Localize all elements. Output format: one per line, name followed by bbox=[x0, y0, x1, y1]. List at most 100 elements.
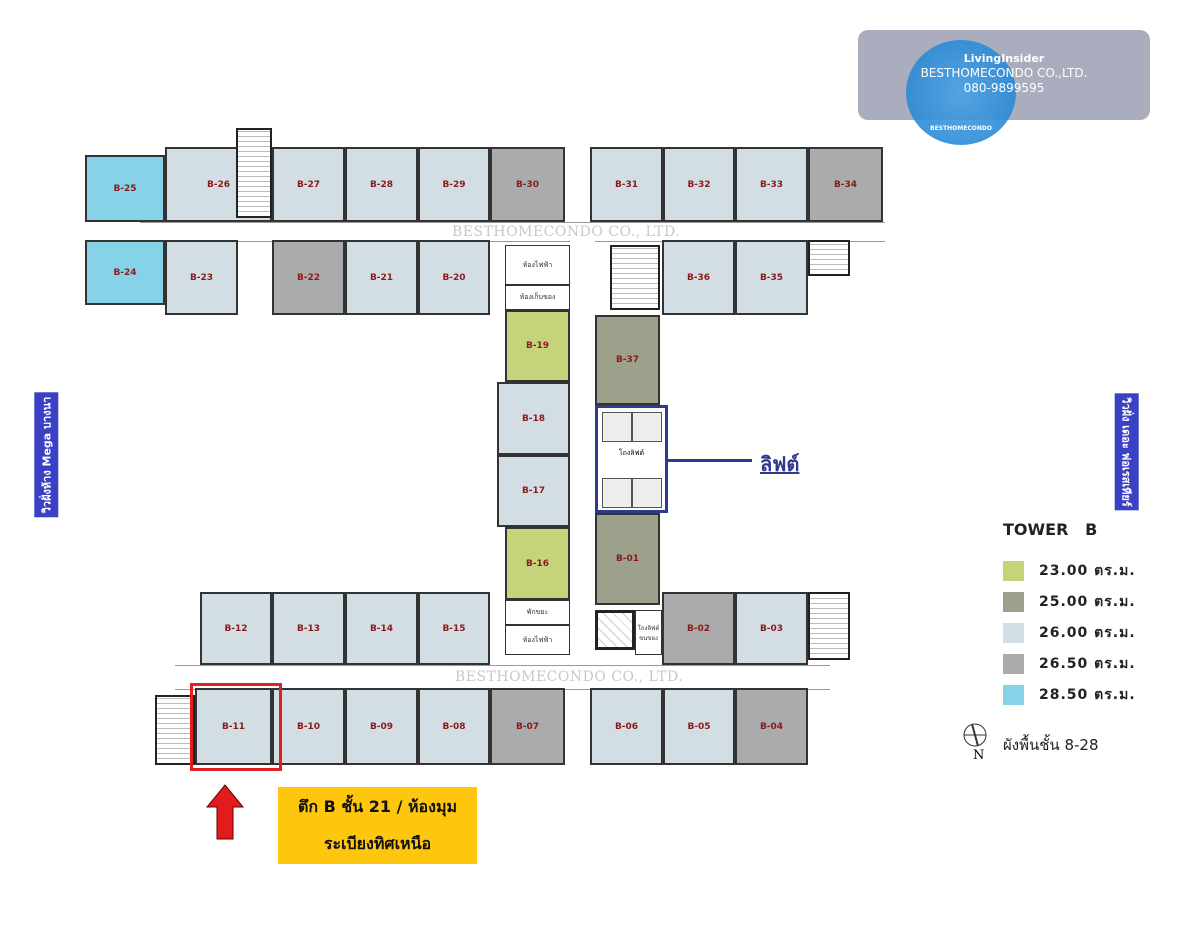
watermark-brand: LivingInsider bbox=[963, 52, 1045, 65]
unit-b-23[interactable]: B-23 bbox=[165, 240, 238, 315]
unit-label: B-15 bbox=[442, 623, 466, 634]
unit-label: B-02 bbox=[686, 623, 711, 634]
unit-label: B-09 bbox=[369, 721, 394, 732]
stair-south-east bbox=[808, 592, 850, 660]
highlight-unit-frame bbox=[190, 683, 282, 771]
watermark-phone: 080-9899595 bbox=[963, 81, 1045, 95]
unit-label: B-13 bbox=[296, 623, 321, 634]
legend-item: 28.50 ตร.ม. bbox=[1003, 684, 1136, 706]
callout-line-1: ตึก B ชั้น 21 / ห้องมุม bbox=[297, 797, 458, 816]
garbage-room: พักขยะ bbox=[505, 600, 570, 625]
unit-b-04[interactable]: B-04 bbox=[735, 688, 808, 765]
unit-label: B-03 bbox=[759, 623, 784, 634]
view-right-label: วิวฝั่ง เดอะ ฟอเรสเทียร์ bbox=[1114, 393, 1139, 511]
unit-b-01[interactable]: B-01 bbox=[595, 513, 660, 605]
lift-label: ลิฟต์ bbox=[760, 452, 800, 476]
service-lift bbox=[595, 610, 635, 650]
storage-room: ห้องเก็บของ bbox=[505, 285, 570, 310]
unit-b-12[interactable]: B-12 bbox=[200, 592, 272, 665]
unit-label: B-05 bbox=[687, 721, 711, 732]
unit-b-24[interactable]: B-24 bbox=[85, 240, 165, 305]
unit-b-14[interactable]: B-14 bbox=[345, 592, 418, 665]
unit-label: B-21 bbox=[369, 272, 394, 283]
stair-north-west bbox=[236, 128, 272, 218]
unit-b-31[interactable]: B-31 bbox=[590, 147, 663, 222]
stair-south-west bbox=[155, 695, 195, 765]
lift-lobby-box: โถงลิฟต์ bbox=[595, 405, 668, 513]
north-label: N bbox=[973, 748, 985, 763]
unit-label: B-18 bbox=[521, 413, 546, 424]
unit-label: B-34 bbox=[833, 179, 858, 190]
unit-b-03[interactable]: B-03 bbox=[735, 592, 808, 665]
unit-b-02[interactable]: B-02 bbox=[662, 592, 735, 665]
unit-b-30[interactable]: B-30 bbox=[490, 147, 565, 222]
legend-label: 25.00 ตร.ม. bbox=[1039, 594, 1136, 610]
legend-item: 25.00 ตร.ม. bbox=[1003, 591, 1136, 613]
view-left-label: วิวฝั่งห้าง Mega บางนา bbox=[34, 392, 59, 518]
unit-b-11[interactable]: B-11 bbox=[195, 688, 272, 765]
unit-b-19[interactable]: B-19 bbox=[505, 310, 570, 382]
unit-b-10[interactable]: B-10 bbox=[272, 688, 345, 765]
unit-b-37[interactable]: B-37 bbox=[595, 315, 660, 405]
unit-b-27[interactable]: B-27 bbox=[272, 147, 345, 222]
unit-label: B-11 bbox=[221, 721, 246, 732]
watermark-logo-text: BESTHOMECONDO bbox=[930, 125, 992, 132]
unit-b-29[interactable]: B-29 bbox=[418, 147, 490, 222]
unit-label: B-10 bbox=[296, 721, 321, 732]
unit-b-20[interactable]: B-20 bbox=[418, 240, 490, 315]
unit-label: B-30 bbox=[515, 179, 540, 190]
callout-line-2: ระเบียงทิศเหนือ bbox=[323, 834, 432, 853]
unit-b-05[interactable]: B-05 bbox=[663, 688, 735, 765]
legend-label: 26.50 ตร.ม. bbox=[1039, 656, 1136, 672]
plan-watermark: BESTHOMECONDO CO., LTD. bbox=[455, 669, 684, 685]
unit-b-06[interactable]: B-06 bbox=[590, 688, 663, 765]
unit-b-08[interactable]: B-08 bbox=[418, 688, 490, 765]
unit-label: B-12 bbox=[224, 623, 248, 634]
unit-b-18[interactable]: B-18 bbox=[497, 382, 570, 455]
electric-room: ห้องไฟฟ้า bbox=[505, 245, 570, 285]
unit-b-35[interactable]: B-35 bbox=[735, 240, 808, 315]
unit-label: B-06 bbox=[614, 721, 639, 732]
unit-label: B-16 bbox=[525, 558, 550, 569]
floor-note: ผังพื้นชั้น 8-28 bbox=[1003, 736, 1099, 754]
unit-b-28[interactable]: B-28 bbox=[345, 147, 418, 222]
compass-icon bbox=[963, 723, 987, 747]
unit-b-17[interactable]: B-17 bbox=[497, 455, 570, 527]
stair-north-east bbox=[808, 240, 850, 276]
plan-watermark: BESTHOMECONDO CO., LTD. bbox=[452, 224, 681, 240]
unit-label: B-24 bbox=[113, 267, 137, 278]
unit-label: B-04 bbox=[759, 721, 784, 732]
legend-item: 26.50 ตร.ม. bbox=[1003, 653, 1136, 675]
unit-label: B-27 bbox=[296, 179, 321, 190]
corridor-north bbox=[140, 222, 885, 242]
unit-b-36[interactable]: B-36 bbox=[662, 240, 735, 315]
unit-b-09[interactable]: B-09 bbox=[345, 688, 418, 765]
unit-b-22[interactable]: B-22 bbox=[272, 240, 345, 315]
legend-label: 26.00 ตร.ม. bbox=[1039, 625, 1136, 641]
unit-b-32[interactable]: B-32 bbox=[663, 147, 735, 222]
unit-label: B-14 bbox=[369, 623, 394, 634]
unit-b-33[interactable]: B-33 bbox=[735, 147, 808, 222]
unit-label: B-33 bbox=[759, 179, 784, 190]
unit-label: B-35 bbox=[759, 272, 784, 283]
elevator-1-icon bbox=[602, 412, 632, 442]
unit-b-34[interactable]: B-34 bbox=[808, 147, 883, 222]
legend-swatch bbox=[1003, 654, 1024, 674]
legend-swatch bbox=[1003, 561, 1024, 581]
unit-b-25[interactable]: B-25 bbox=[85, 155, 165, 222]
legend-label: 28.50 ตร.ม. bbox=[1039, 687, 1136, 703]
unit-b-21[interactable]: B-21 bbox=[345, 240, 418, 315]
unit-b-15[interactable]: B-15 bbox=[418, 592, 490, 665]
unit-label: B-17 bbox=[521, 486, 546, 496]
unit-b-13[interactable]: B-13 bbox=[272, 592, 345, 665]
unit-label: B-26 bbox=[206, 179, 231, 190]
legend-label: 23.00 ตร.ม. bbox=[1039, 563, 1136, 579]
legend-item: 26.00 ตร.ม. bbox=[1003, 622, 1136, 644]
lift-lobby-label: โถงลิฟต์ bbox=[618, 449, 645, 457]
unit-b-16[interactable]: B-16 bbox=[505, 527, 570, 600]
unit-label: B-19 bbox=[525, 341, 550, 351]
lift-pointer-line bbox=[668, 459, 752, 462]
service-lift-lobby: โถงลิฟต์ขนของ bbox=[635, 610, 662, 655]
unit-b-07[interactable]: B-07 bbox=[490, 688, 565, 765]
